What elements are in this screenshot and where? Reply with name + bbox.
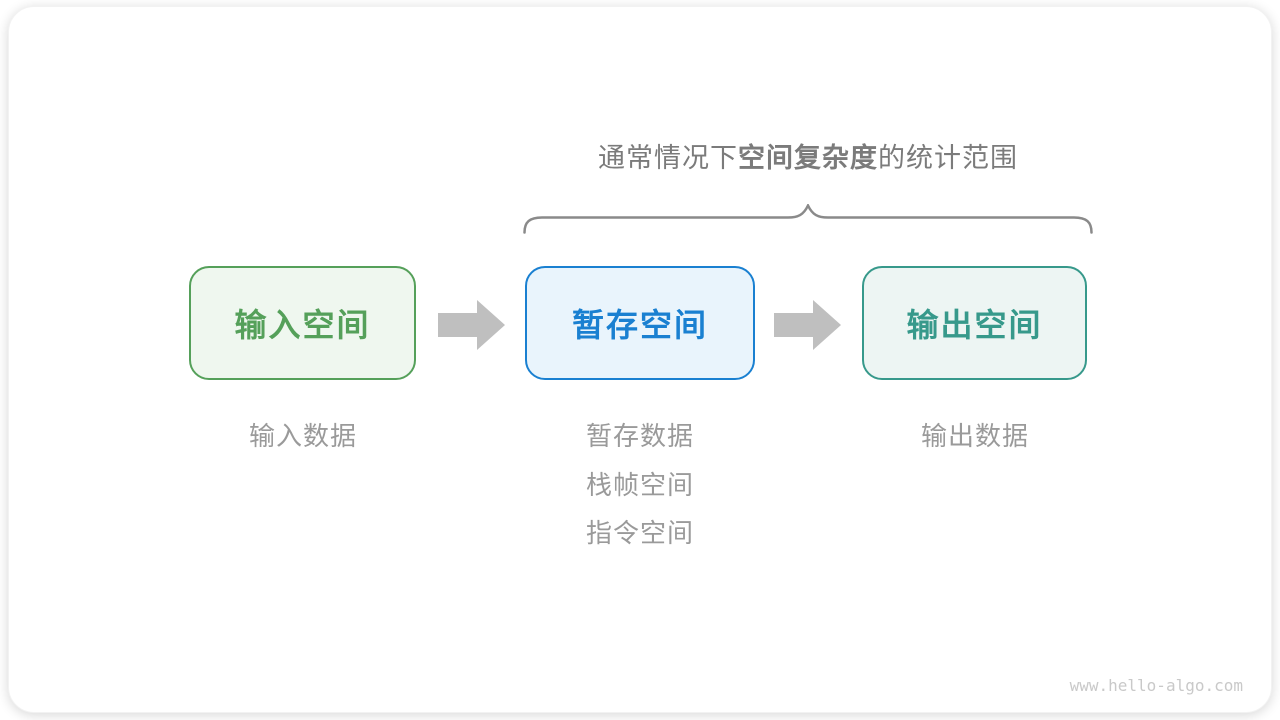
output-note: 输出数据 (920, 421, 1029, 451)
input-note: 输入数据 (248, 421, 357, 451)
input-space-label: 输入空间 (234, 307, 371, 343)
output-space-label: 输出空间 (906, 307, 1043, 343)
temp-note-2: 栈帧空间 (585, 470, 694, 500)
temp-note-3: 指令空间 (585, 518, 694, 548)
arrow-right-shape (774, 300, 841, 350)
input-space-box: 输入空间 (189, 266, 416, 380)
temp-space-label: 暂存空间 (571, 307, 708, 343)
brace-path (523, 204, 1093, 234)
temp-space-box: 暂存空间 (525, 266, 755, 380)
brace-icon (523, 204, 1093, 234)
arrow-right-icon (438, 300, 505, 350)
scope-title-prefix: 通常情况下 (598, 143, 738, 173)
output-space-box: 输出空间 (862, 266, 1087, 380)
scope-title: 通常情况下空间复杂度的统计范围 (523, 142, 1093, 175)
arrow-right-icon (774, 300, 841, 350)
scope-title-suffix: 的统计范围 (878, 143, 1018, 173)
arrow-right-shape (438, 300, 505, 350)
scope-title-bold: 空间复杂度 (738, 143, 878, 173)
temp-note-1: 暂存数据 (585, 421, 694, 451)
watermark: www.hello-algo.com (1069, 676, 1243, 695)
